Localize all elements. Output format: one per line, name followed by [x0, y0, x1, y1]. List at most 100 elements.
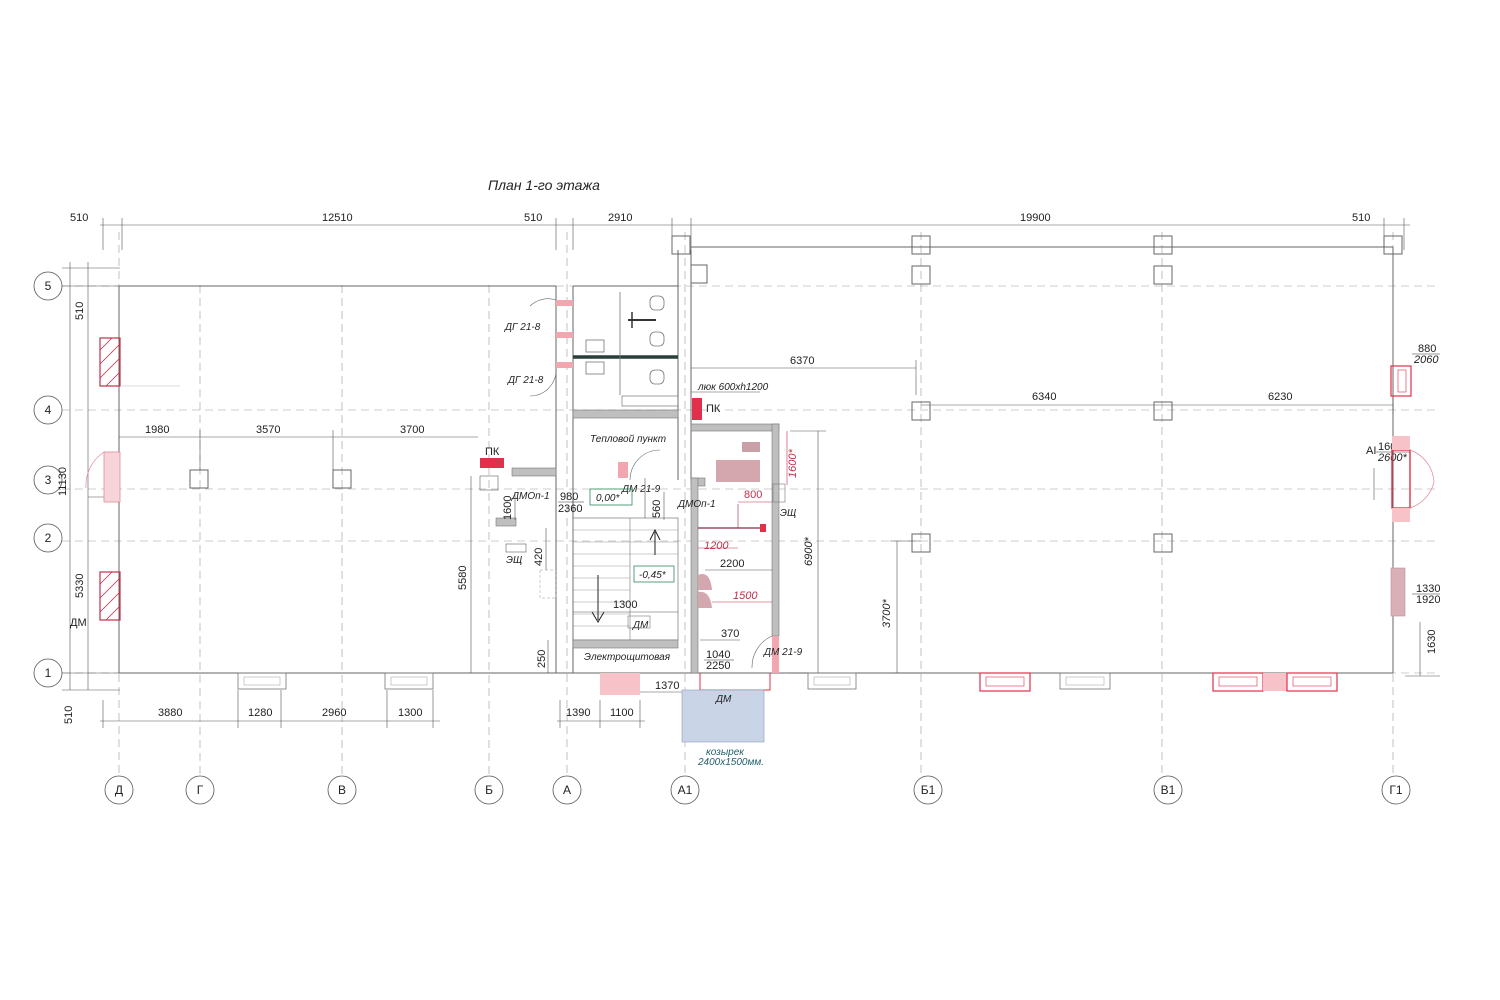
dim-left-11130: 11130: [57, 467, 69, 496]
pillars: [189, 235, 1403, 553]
dim-inner-2920: 1300: [613, 599, 637, 611]
dim-top-19900: 19900: [1020, 212, 1051, 224]
dim-bottom-1280: 1280: [248, 707, 272, 719]
axis-bubble-5: 5: [33, 271, 63, 301]
axis-label-b: Б: [485, 783, 493, 797]
dim-right-1630: 1630: [1426, 630, 1438, 654]
seat-1: [698, 574, 712, 590]
dim-left-510-bottom: 510: [63, 706, 75, 724]
right-dimension: 1630: [1405, 622, 1440, 677]
dim-bottom-3880: 3880: [158, 707, 182, 719]
window-bottom-2: [384, 672, 434, 690]
axis-bubble-2: 2: [33, 523, 63, 553]
bottom-dimension-chain: 3880 1280 2960 1300 1390 1100 1370: [100, 680, 690, 728]
fraction-2250: 2250: [706, 660, 730, 672]
heat-point-wall: [572, 409, 679, 419]
dim-inner-6230: 6230: [1268, 391, 1292, 403]
dim-top-510-right: 510: [1352, 212, 1370, 224]
left-facade: [85, 337, 180, 621]
entrance-door-left: [103, 451, 121, 503]
room-electrical: Электрощитовая: [584, 652, 671, 663]
dim-inner-3570: 3570: [256, 424, 280, 436]
level-zero: 0,00*: [596, 493, 620, 504]
bottom-facade-windows: [237, 672, 1338, 692]
drawing-title: План 1-го этажа: [488, 177, 600, 193]
fire-cabinet-core: [692, 398, 702, 420]
electrical-door: [600, 673, 640, 695]
hatch-label: люк 600хh1200: [697, 382, 769, 393]
fraction-980: 980: [560, 491, 578, 503]
canopy-label-2: 2400х1500мм.: [697, 757, 764, 768]
dim-bottom-1390: 1390: [566, 707, 590, 719]
axis-bubble-b: Б: [474, 775, 504, 805]
axis-label-4: 4: [45, 403, 52, 417]
axis-label-v: В: [338, 783, 346, 797]
axis-label-d: Д: [115, 783, 123, 797]
fraction-2060: 2060: [1413, 354, 1439, 366]
dim-inner-3700: 3700: [400, 424, 424, 436]
dim-inner-370: 370: [721, 628, 739, 640]
window-bottom-5: [1059, 672, 1111, 690]
axis-label-v1: В1: [1161, 783, 1176, 797]
ai-label: АI: [1366, 445, 1376, 457]
level-minus: -0,45*: [639, 570, 667, 581]
red-dim-1500: 1500: [733, 590, 758, 602]
seat-2: [698, 591, 712, 608]
dim-inner-6370: 6370: [790, 355, 814, 367]
dim-inner-6900: 6900*: [803, 537, 815, 566]
fraction-1040: 1040: [706, 649, 730, 661]
wc-3: [649, 369, 665, 385]
dim-bottom-1300: 1300: [398, 707, 422, 719]
pk-core-label: ПК: [706, 403, 721, 415]
dim-bottom-1370: 1370: [655, 680, 679, 692]
axis-label-1: 1: [45, 666, 52, 680]
axis-bubble-d: Д: [104, 775, 134, 805]
window-right-lower: [1390, 567, 1406, 617]
canopy-dm-label: ДМ: [715, 694, 732, 705]
canopy-label-1: козырек: [706, 747, 745, 758]
axis-bubble-3: 3: [33, 465, 63, 495]
left-dimension-chain: 510 11130 5330 ДМ 510: [57, 262, 120, 724]
room-heat-point: Тепловой пункт: [590, 434, 666, 445]
right-core: ЭЩ ДМОп-1 1600* 800 1200 2200 1500 370 Д…: [677, 423, 826, 768]
door-label-dm-21-9-core: ДМ 21-9: [621, 484, 661, 495]
dim-inner-3700-star: 3700*: [881, 599, 893, 628]
column-axis-markers: Д Г В Б А А1 Б1 В1 Г1: [104, 775, 1411, 805]
axis-bubble-v1: В1: [1153, 775, 1183, 805]
dim-top-2910: 2910: [608, 212, 632, 224]
dim-inner-2200: 2200: [720, 558, 744, 570]
red-dim-1600: 1600*: [787, 449, 799, 478]
axis-label-g1: Г1: [1389, 783, 1402, 797]
eshch-right-label: ЭЩ: [780, 508, 796, 519]
fire-cabinet-left: [480, 458, 504, 468]
fraction-1920: 1920: [1416, 594, 1440, 606]
dim-bottom-2960: 2960: [322, 707, 346, 719]
window-bottom-6: [1212, 672, 1264, 692]
entrance-canopy: [681, 689, 765, 743]
door-label-dg-upper: ДГ 21-8: [504, 322, 541, 333]
door-label-dg-lower: ДГ 21-8: [507, 375, 544, 386]
hatched-window-upper: [99, 337, 121, 387]
door-label-dmop-left: ДМОп-1: [511, 491, 550, 502]
right-hall: 6340 6230 3700* 880 2060 АI 1600 2600* 1…: [881, 343, 1440, 674]
fraction-1330: 1330: [1416, 583, 1440, 595]
dim-left-5330: 5330: [74, 574, 86, 598]
dim-bottom-1100: 1100: [610, 707, 634, 719]
window-bottom-7: [1286, 672, 1338, 692]
dim-inner-1980: 1980: [145, 424, 169, 436]
axis-label-3: 3: [45, 473, 52, 487]
axis-bubble-v: В: [327, 775, 357, 805]
axis-bubble-g: Г: [185, 775, 215, 805]
axis-bubble-b1: Б1: [913, 775, 943, 805]
axis-label-2: 2: [45, 531, 52, 545]
door-label-dm-21-9-right: ДМ 21-9: [763, 647, 803, 658]
dim-inner-1050: 250: [536, 650, 548, 668]
axis-label-a: А: [563, 783, 571, 797]
axis-bubble-a: А: [552, 775, 582, 805]
axis-label-5: 5: [45, 279, 52, 293]
dim-top-510-mid: 510: [524, 212, 542, 224]
dim-inner-420: 420: [533, 548, 545, 566]
red-dim-1200: 1200: [704, 540, 729, 552]
